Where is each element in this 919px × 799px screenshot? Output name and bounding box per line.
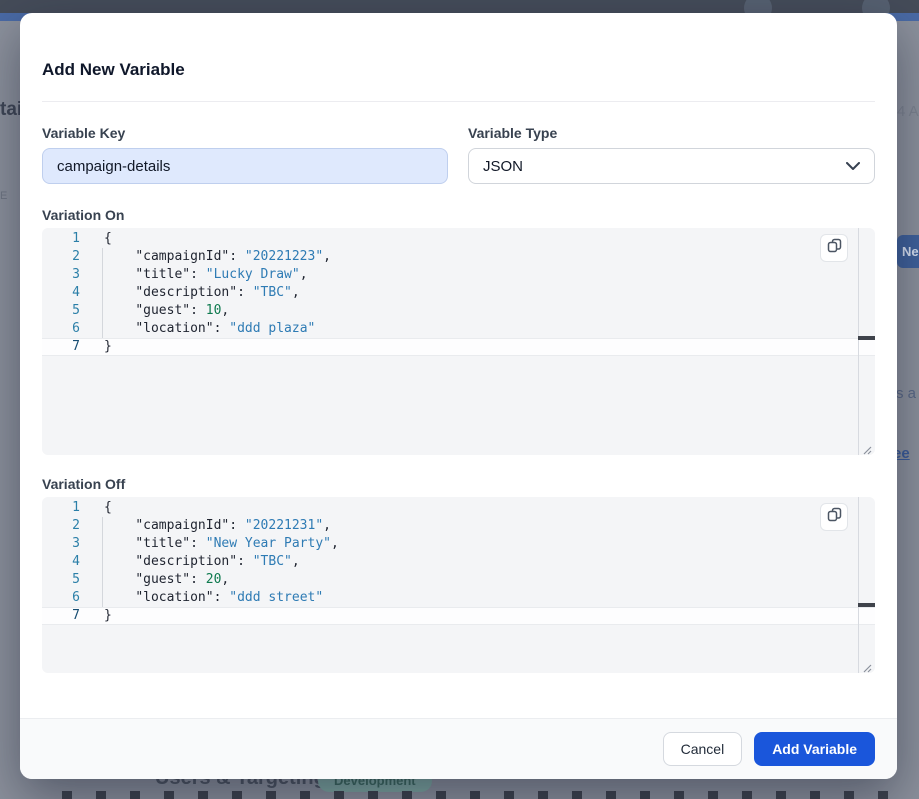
code-line[interactable]: 2 "campaignId": "20221223",	[42, 248, 875, 266]
variable-key-label: Variable Key	[42, 125, 126, 141]
background-top-navbar	[0, 0, 919, 13]
background-left-label-fragment: E	[0, 190, 8, 202]
indent-guide	[102, 517, 103, 607]
add-variable-button[interactable]: Add Variable	[754, 732, 875, 766]
variable-type-value: JSON	[483, 157, 524, 175]
code-line[interactable]: 6 "location": "ddd street"	[42, 589, 875, 607]
variation-on-editor[interactable]: 1{2 "campaignId": "20221223",3 "title": …	[42, 228, 875, 455]
background-new-button-fragment: Ne	[897, 235, 919, 268]
code-line[interactable]: 4 "description": "TBC",	[42, 284, 875, 302]
navbar-avatar-icon	[862, 0, 890, 13]
background-table-fragment	[62, 791, 892, 799]
variation-off-label: Variation Off	[42, 476, 126, 492]
scrollbar-thumb[interactable]	[858, 336, 875, 340]
line-number: 3	[72, 267, 80, 282]
copy-button[interactable]	[820, 234, 848, 262]
line-number: 2	[72, 249, 80, 264]
line-number: 7	[72, 339, 80, 354]
line-number: 1	[72, 231, 80, 246]
modal-footer: Cancel Add Variable	[20, 718, 897, 779]
cancel-button[interactable]: Cancel	[662, 732, 743, 766]
divider	[42, 101, 875, 102]
copy-icon	[827, 507, 842, 527]
variation-on-label: Variation On	[42, 207, 125, 223]
copy-icon	[827, 238, 842, 258]
line-number: 6	[72, 321, 80, 336]
background-left-heading-fragment: tai	[0, 99, 23, 120]
navbar-avatar-icon	[744, 0, 772, 13]
line-number: 3	[72, 536, 80, 551]
code-line[interactable]: 7}	[42, 607, 875, 625]
line-number: 6	[72, 590, 80, 605]
line-number: 2	[72, 518, 80, 533]
code-line[interactable]: 5 "guest": 10,	[42, 302, 875, 320]
variable-type-select[interactable]: JSON	[468, 148, 875, 184]
scrollbar-thumb[interactable]	[858, 603, 875, 607]
code-line[interactable]: 6 "location": "ddd plaza"	[42, 320, 875, 338]
line-number: 5	[72, 303, 80, 318]
variable-key-input[interactable]	[42, 148, 448, 184]
resize-handle[interactable]	[862, 660, 872, 673]
code-line[interactable]: 7}	[42, 338, 875, 356]
code-line[interactable]: 2 "campaignId": "20221231",	[42, 517, 875, 535]
line-number: 5	[72, 572, 80, 587]
modal-title: Add New Variable	[42, 60, 185, 79]
resize-handle[interactable]	[862, 442, 872, 455]
code-line[interactable]: 5 "guest": 20,	[42, 571, 875, 589]
code-line[interactable]: 4 "description": "TBC",	[42, 553, 875, 571]
copy-button[interactable]	[820, 503, 848, 531]
editor-scrollbar-track	[858, 497, 859, 673]
add-new-variable-modal: Add New Variable Variable Key Variable T…	[20, 13, 897, 779]
indent-guide	[102, 248, 103, 338]
background-right-text-fragment: 4 A	[897, 103, 919, 120]
chevron-down-icon	[846, 161, 860, 171]
line-number: 4	[72, 285, 80, 300]
variation-off-editor[interactable]: 1{2 "campaignId": "20221231",3 "title": …	[42, 497, 875, 673]
background-right-text-fragment: s a	[896, 385, 917, 402]
code-line[interactable]: 1{	[42, 499, 875, 517]
editor-scrollbar-track	[858, 228, 859, 455]
background-link-fragment: ee	[893, 445, 910, 462]
line-number: 7	[72, 608, 80, 623]
code-line[interactable]: 1{	[42, 230, 875, 248]
line-number: 1	[72, 500, 80, 515]
code-line[interactable]: 3 "title": "New Year Party",	[42, 535, 875, 553]
line-number: 4	[72, 554, 80, 569]
variable-type-label: Variable Type	[468, 125, 558, 141]
code-line[interactable]: 3 "title": "Lucky Draw",	[42, 266, 875, 284]
